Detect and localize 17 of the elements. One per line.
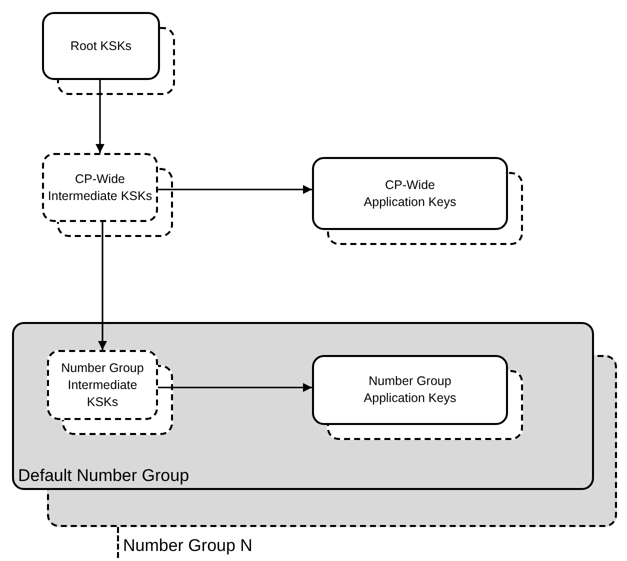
arrow — [158, 185, 312, 194]
arrow — [98, 222, 107, 350]
group-label: Number Group N — [122, 536, 252, 557]
key-box — [312, 355, 508, 425]
key-box — [42, 12, 160, 80]
box-label: Number Group Intermediate KSKs — [60, 360, 145, 410]
group-label: Default Number Group — [17, 466, 190, 487]
key-box — [42, 153, 158, 222]
arrow — [96, 80, 104, 153]
box-label: CP-Wide Application Keys — [362, 176, 458, 210]
key-box — [47, 350, 158, 420]
box-label: Root KSKs — [70, 38, 132, 54]
arrow — [158, 383, 312, 392]
key-box — [312, 157, 508, 230]
box-label: CP-Wide Intermediate KSKs — [46, 170, 154, 204]
group-panel — [12, 322, 594, 490]
box-label: Number Group Application Keys — [362, 373, 458, 407]
